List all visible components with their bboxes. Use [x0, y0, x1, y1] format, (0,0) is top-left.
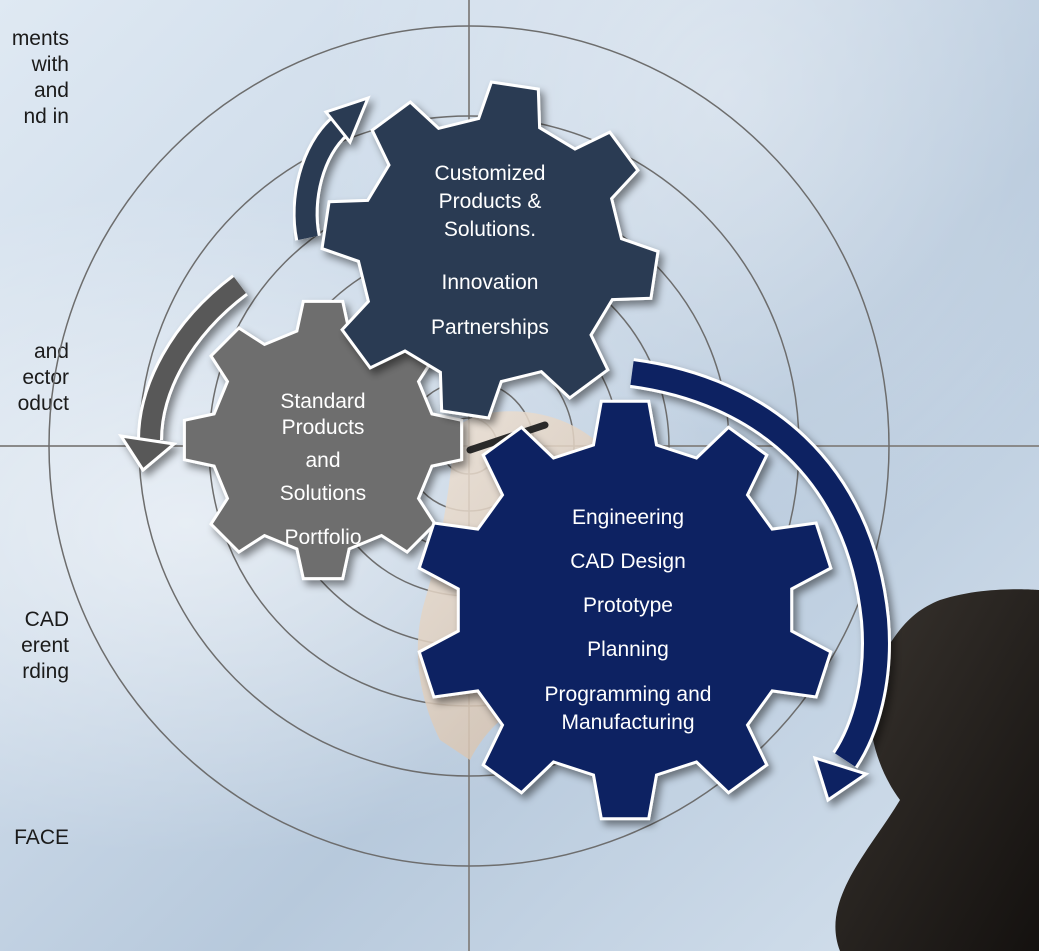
left-text-line: rding — [22, 660, 69, 683]
top-arrow-head — [323, 95, 371, 145]
standard-label-line: and — [305, 449, 340, 472]
standard-label-line: Portfolio — [284, 526, 361, 549]
left-arrow-body — [140, 277, 247, 441]
left-text-block-4: FACE — [14, 825, 69, 851]
target-ring — [48, 25, 890, 867]
left-text-line: CAD — [24, 608, 69, 631]
top-arrow-body — [295, 118, 347, 241]
customized-label-line: Customized — [435, 162, 546, 185]
customized-label-line: Products & — [439, 190, 542, 213]
customized-label-line: Innovation — [442, 271, 539, 294]
engineering-label-line: Engineering — [572, 506, 684, 529]
engineering-label-line: Planning — [587, 638, 669, 661]
left-text-block-1: ments with and nd in — [12, 26, 69, 130]
left-text-line: nd in — [23, 105, 69, 128]
engineering-label-line: Prototype — [583, 594, 673, 617]
left-arrow — [117, 274, 248, 473]
right-arrow — [630, 358, 891, 803]
customized-gear-labels: Customized Products & Solutions. Innovat… — [431, 162, 549, 339]
engineering-label-line: Programming and — [545, 683, 712, 706]
left-text-block-3: CAD erent rding — [21, 607, 69, 685]
left-text-line: ments — [11, 27, 69, 50]
engineering-gear — [417, 399, 833, 821]
standard-label-line: Products — [282, 416, 365, 439]
left-text-line: erent — [21, 634, 69, 657]
engineering-label-line: CAD Design — [570, 550, 686, 573]
engineering-gear-labels: Engineering CAD Design Prototype Plannin… — [545, 506, 712, 734]
left-arrow-head — [117, 434, 178, 473]
customized-label-line: Solutions. — [444, 218, 536, 241]
left-text-line: oduct — [17, 392, 69, 415]
left-text-line: with — [31, 53, 69, 76]
customized-label-line: Partnerships — [431, 316, 549, 339]
right-arrow-head — [812, 755, 870, 803]
customized-products-gear — [320, 80, 660, 420]
standard-label-line: Solutions — [280, 482, 366, 505]
left-text-line: ector — [22, 366, 69, 389]
engineering-label-line: Manufacturing — [561, 711, 694, 734]
left-text-block-2: and ector oduct — [18, 339, 69, 417]
standard-label-line: Standard — [280, 390, 365, 413]
left-text-line: and — [33, 79, 69, 102]
standard-gear-labels: Standard Products and Solutions Portfoli… — [280, 390, 366, 549]
left-text-line: FACE — [14, 826, 69, 849]
left-text-line: and — [33, 340, 69, 363]
right-arrow-body — [630, 361, 888, 767]
top-arrow — [292, 95, 371, 241]
